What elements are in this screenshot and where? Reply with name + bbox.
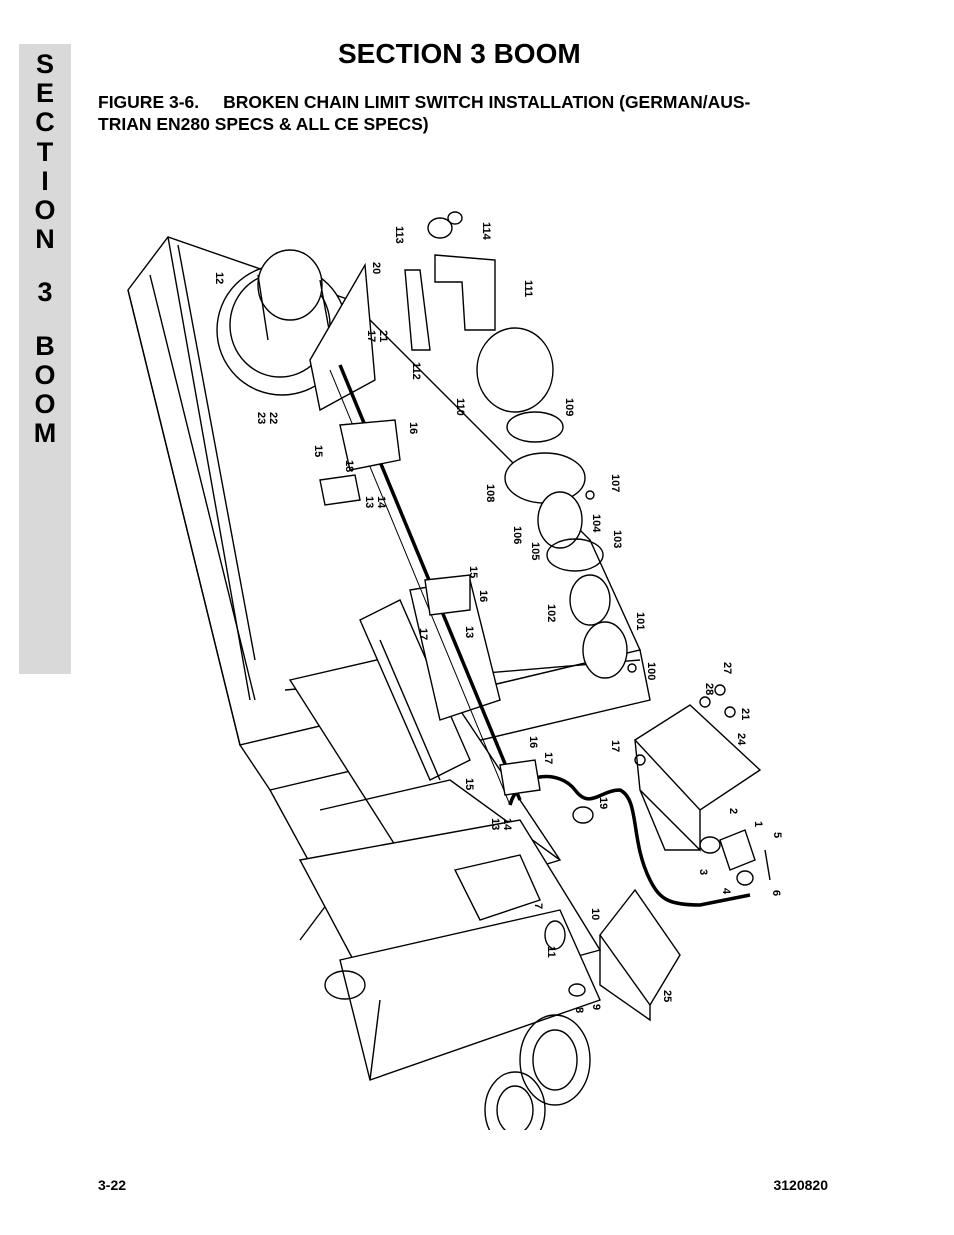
- callout: 17: [542, 752, 554, 764]
- callout: 28: [703, 683, 715, 695]
- callout: 100: [645, 662, 657, 680]
- side-letter: O: [34, 359, 56, 390]
- callout: 22: [267, 412, 279, 424]
- side-letter: S: [35, 49, 54, 79]
- callout: 12: [213, 272, 225, 284]
- guide-rollers: [324, 970, 591, 1130]
- side-letter: T: [36, 136, 54, 167]
- top-sprocket-assembly: [216, 249, 376, 412]
- callout: 1: [752, 821, 764, 827]
- section-side-letters: S E C T I O N 3 B O O M: [19, 49, 71, 449]
- document-number: 3120820: [773, 1177, 828, 1193]
- callout: 110: [454, 398, 466, 416]
- callout: 111: [522, 280, 534, 297]
- exploded-view-drawing: 12 20 17 21 23 22 15 18 16 13 14 15 16 1…: [127, 211, 783, 1130]
- side-letter: O: [34, 194, 56, 225]
- chain-brackets: [319, 419, 541, 796]
- figure-caption: FIGURE 3-6. BROKEN CHAIN LIMIT SWITCH INS…: [98, 91, 818, 135]
- callout: 17: [609, 740, 621, 752]
- callout: 24: [735, 733, 747, 746]
- boom-inner-box: [269, 579, 602, 1081]
- callout: 4: [720, 888, 732, 895]
- side-letter: O: [34, 388, 56, 419]
- page-number: 3-22: [98, 1177, 127, 1193]
- side-letter-gap: [19, 308, 71, 332]
- lower-tray-bracket: [599, 888, 681, 1022]
- callout: 106: [511, 526, 523, 544]
- side-letter: 3: [37, 277, 53, 308]
- callout: 13: [489, 818, 501, 830]
- callout: 6: [770, 890, 782, 896]
- callout: 15: [463, 778, 475, 790]
- callout: 13: [363, 496, 375, 508]
- small-hardware: [544, 754, 646, 997]
- callout: 114: [480, 222, 492, 241]
- callout: 19: [597, 797, 609, 809]
- callout: 13: [463, 626, 475, 638]
- callout: 107: [609, 474, 621, 492]
- callout: 9: [590, 1004, 602, 1010]
- callout: 109: [563, 398, 575, 416]
- cable-harness: [508, 774, 751, 907]
- callout: 113: [393, 226, 405, 244]
- side-letter: C: [35, 107, 55, 138]
- callout: 104: [590, 514, 602, 533]
- limit-switch: [699, 829, 771, 886]
- callout: 27: [721, 662, 733, 674]
- callout: 20: [370, 262, 382, 274]
- side-letter: I: [41, 165, 49, 196]
- callout: 14: [501, 818, 513, 831]
- side-letter: M: [33, 418, 57, 449]
- callout: 8: [573, 1007, 585, 1013]
- callout: 105: [529, 542, 541, 560]
- side-letter: N: [35, 224, 55, 255]
- callout: 11: [545, 946, 557, 958]
- section-title: SECTION 3 BOOM: [338, 38, 581, 69]
- callout: 25: [661, 990, 673, 1002]
- callout: 18: [343, 460, 355, 472]
- side-letter: E: [35, 78, 54, 109]
- side-letter: B: [35, 330, 55, 361]
- callout: 2: [727, 808, 739, 814]
- callout: 15: [312, 445, 324, 457]
- callout: 15: [467, 566, 479, 578]
- callout: 16: [407, 422, 419, 434]
- callout: 102: [545, 604, 557, 622]
- figure-title-line1: BROKEN CHAIN LIMIT SWITCH INSTALLATION (…: [223, 92, 751, 112]
- callout: 17: [417, 628, 429, 640]
- callout: 103: [611, 530, 623, 548]
- switch-components: [404, 211, 637, 679]
- callout: 7: [532, 903, 544, 909]
- callout: 14: [375, 496, 387, 509]
- side-letter-gap: [19, 254, 71, 278]
- callout-labels: 12 20 17 21 23 22 15 18 16 13 14 15 16 1…: [213, 222, 783, 1013]
- callout: 23: [255, 412, 267, 424]
- callout: 108: [484, 484, 496, 502]
- callout: 16: [477, 590, 489, 602]
- section-side-tab: [19, 44, 71, 674]
- callout: 10: [589, 908, 601, 920]
- callout: 17: [365, 330, 377, 342]
- callout: 3: [697, 869, 709, 875]
- callout: 16: [527, 736, 539, 748]
- callout: 101: [634, 612, 646, 630]
- figure-number: FIGURE 3-6.: [98, 92, 200, 112]
- callout: 21: [739, 708, 751, 720]
- callout: 5: [771, 832, 783, 838]
- callout: 112: [410, 362, 422, 380]
- callout: 21: [377, 330, 389, 342]
- figure-title-line2: TRIAN EN280 SPECS & ALL CE SPECS): [98, 114, 429, 134]
